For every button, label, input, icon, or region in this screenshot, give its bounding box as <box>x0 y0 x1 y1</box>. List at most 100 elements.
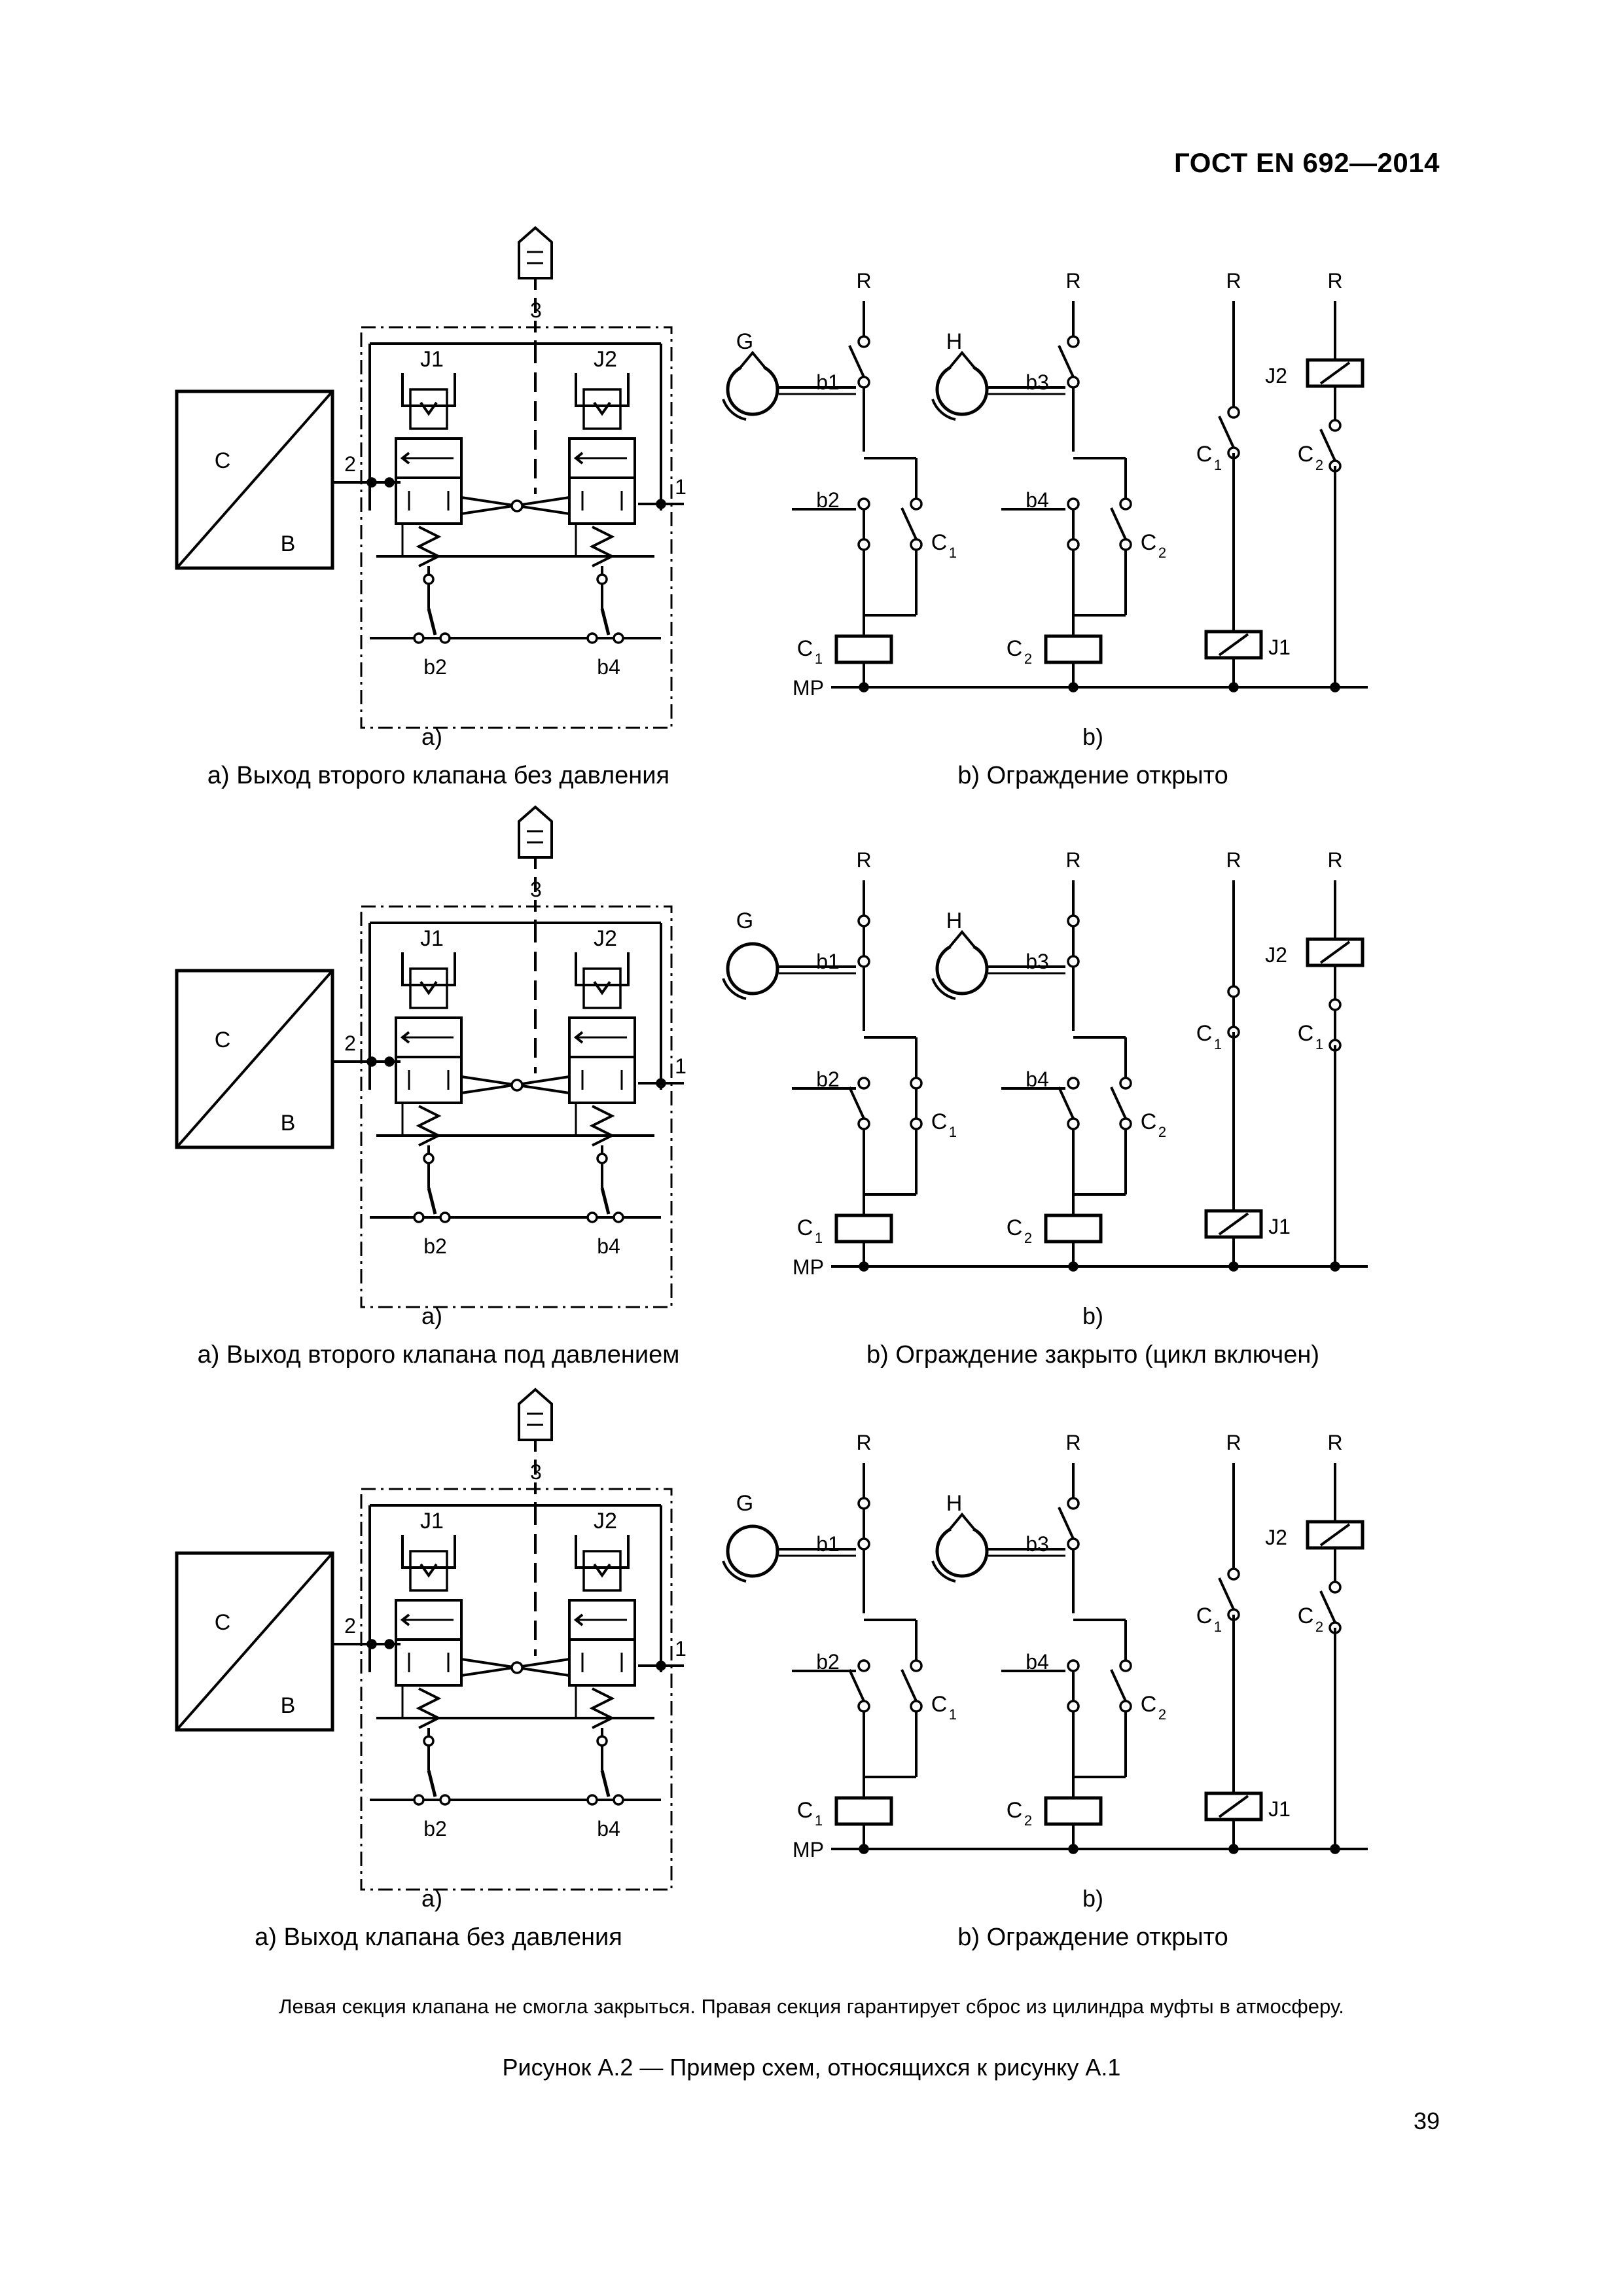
valve-j2-spring <box>589 1687 615 1729</box>
coil-c1 <box>834 634 893 664</box>
switch-c2-contact <box>1110 507 1127 540</box>
valve-j2-pilot-arrow <box>593 1563 611 1578</box>
mp-junction <box>1068 682 1079 692</box>
coil-c2 <box>1044 1213 1103 1244</box>
valve-j1-label: J1 <box>420 1509 444 1534</box>
block-c-label: C <box>215 1610 231 1635</box>
valve-j1-pilot <box>409 1550 448 1592</box>
cam-g-label: G <box>736 329 753 354</box>
coil-j1-label: J1 <box>1268 636 1291 659</box>
coil-c1 <box>834 1796 893 1826</box>
col3-contact-subscript: 1 <box>1214 1036 1222 1052</box>
block-b-label: B <box>281 531 296 556</box>
junction <box>366 1056 377 1067</box>
valve-enclosure <box>360 326 673 729</box>
valve-j2-label: J2 <box>594 1509 617 1534</box>
block-b-label: B <box>281 1693 296 1718</box>
valve-j2-pilot-arrow <box>593 980 611 996</box>
valve-j2-solenoid <box>575 1535 630 1569</box>
cam-g-lobe <box>738 350 767 370</box>
cam-g <box>726 363 779 416</box>
valve-j2-lower-section <box>568 476 636 525</box>
switch-b2-terminal <box>857 1117 870 1130</box>
rail-r-label-2: R <box>1065 1431 1080 1454</box>
valve-j2-label: J2 <box>594 926 617 951</box>
switch-c1-terminal <box>910 1077 923 1090</box>
cylinder-block <box>175 1551 334 1732</box>
switch-b1-terminal <box>857 1537 870 1551</box>
sensor-terminal <box>423 1153 435 1164</box>
b3-label: b3 <box>1026 1532 1049 1556</box>
switch-c2-terminal <box>1119 538 1132 551</box>
rail-r-label-3: R <box>1226 1431 1241 1454</box>
block-diagonal <box>175 1552 334 1731</box>
sensor-contact <box>439 1211 451 1223</box>
caption-b-3: b) Ограждение открыто <box>957 1924 1228 1951</box>
coil-c2-label: C <box>1007 1215 1023 1240</box>
caption-b-1: b) Ограждение открыто <box>957 762 1228 789</box>
switch-c2-terminal <box>1119 497 1132 511</box>
switch-b1-terminal <box>857 914 870 927</box>
caption-a-1: a) Выход второго клапана без давления <box>207 762 670 789</box>
valve-j2-pilot <box>582 1550 622 1592</box>
cam-h <box>935 1524 989 1578</box>
c2-subscript: 2 <box>1158 1124 1166 1140</box>
switch-c-col3-terminal <box>1227 406 1240 419</box>
valve-j1-solenoid <box>401 1535 456 1569</box>
switch-c1-terminal <box>910 1659 923 1672</box>
port-1-label: 1 <box>675 1637 687 1660</box>
switch-b2-contact <box>848 1086 865 1119</box>
sensor-b4-label: b4 <box>597 655 620 679</box>
rail-r-label-3: R <box>1226 848 1241 872</box>
col3-contact-label: C <box>1196 1021 1213 1046</box>
valve-j1-spring <box>416 526 442 567</box>
coil-c2-subscript: 2 <box>1024 1230 1032 1246</box>
pneumatic-diagram-2: 3CB21J1J2b2b4 <box>175 805 687 1308</box>
coil-c2-label: C <box>1007 636 1023 661</box>
switch-c1-terminal <box>910 1117 923 1130</box>
coil-j1-mark <box>1218 633 1249 656</box>
coil-j1-mark <box>1218 1212 1249 1236</box>
switch-b4-contact <box>1058 1086 1075 1119</box>
pneumatic-diagram-3: 3CB21J1J2b2b4 <box>175 1388 687 1891</box>
cam-g-label: G <box>736 1491 753 1516</box>
rail-r-label-3: R <box>1226 269 1241 293</box>
valve-j1-label: J1 <box>420 926 444 951</box>
switch-b4-terminal <box>1067 1659 1080 1672</box>
b1-label: b1 <box>816 950 840 973</box>
figure-row-1: 3CB21J1J2b2b4 RRRRMPb1b2C1C1Gb3b4C2C2HC1… <box>0 216 1623 805</box>
coil-j2-label: J2 <box>1265 943 1287 967</box>
coil-c1-subscript: 1 <box>815 651 823 667</box>
mp-label: MP <box>793 1838 824 1861</box>
page-number: 39 <box>1413 2108 1440 2134</box>
flow-arrow-head <box>573 452 584 465</box>
cam-h-lobe <box>948 1512 976 1532</box>
sensor-terminal <box>423 1735 435 1747</box>
col4-contact-label: C <box>1298 1604 1314 1628</box>
sensor-b2-label: b2 <box>423 1817 447 1840</box>
b3-label: b3 <box>1026 950 1049 973</box>
standard-number: ГОСТ EN 692—2014 <box>1173 147 1440 178</box>
flow-arrow-head <box>573 1031 584 1044</box>
cam-h-label: H <box>946 1491 963 1516</box>
valve-j2-pilot-arrow <box>593 401 611 416</box>
c1-subscript: 1 <box>949 545 957 561</box>
cam-h-label: H <box>946 329 963 354</box>
sensor-b4-actuator <box>600 1187 611 1215</box>
crossover-node <box>510 499 524 512</box>
sensor-b2-label: b2 <box>423 1234 447 1258</box>
b1-label: b1 <box>816 370 840 394</box>
switch-b2-terminal <box>857 1659 870 1672</box>
c1-subscript: 1 <box>949 1124 957 1140</box>
switch-c1-terminal <box>910 538 923 551</box>
port-1-label: 1 <box>675 1054 687 1078</box>
switch-b2-terminal <box>857 538 870 551</box>
sensor-b2-actuator <box>427 1770 437 1797</box>
pneumatic-diagram-1: 3CB21J1J2b2b4 <box>175 226 687 729</box>
b1-label: b1 <box>816 1532 840 1556</box>
sensor-terminal <box>423 573 435 585</box>
valve-j2-lower-section <box>568 1056 636 1104</box>
sensor-contact <box>439 632 451 644</box>
rail-r-label-1: R <box>856 269 871 293</box>
junction <box>656 499 666 509</box>
